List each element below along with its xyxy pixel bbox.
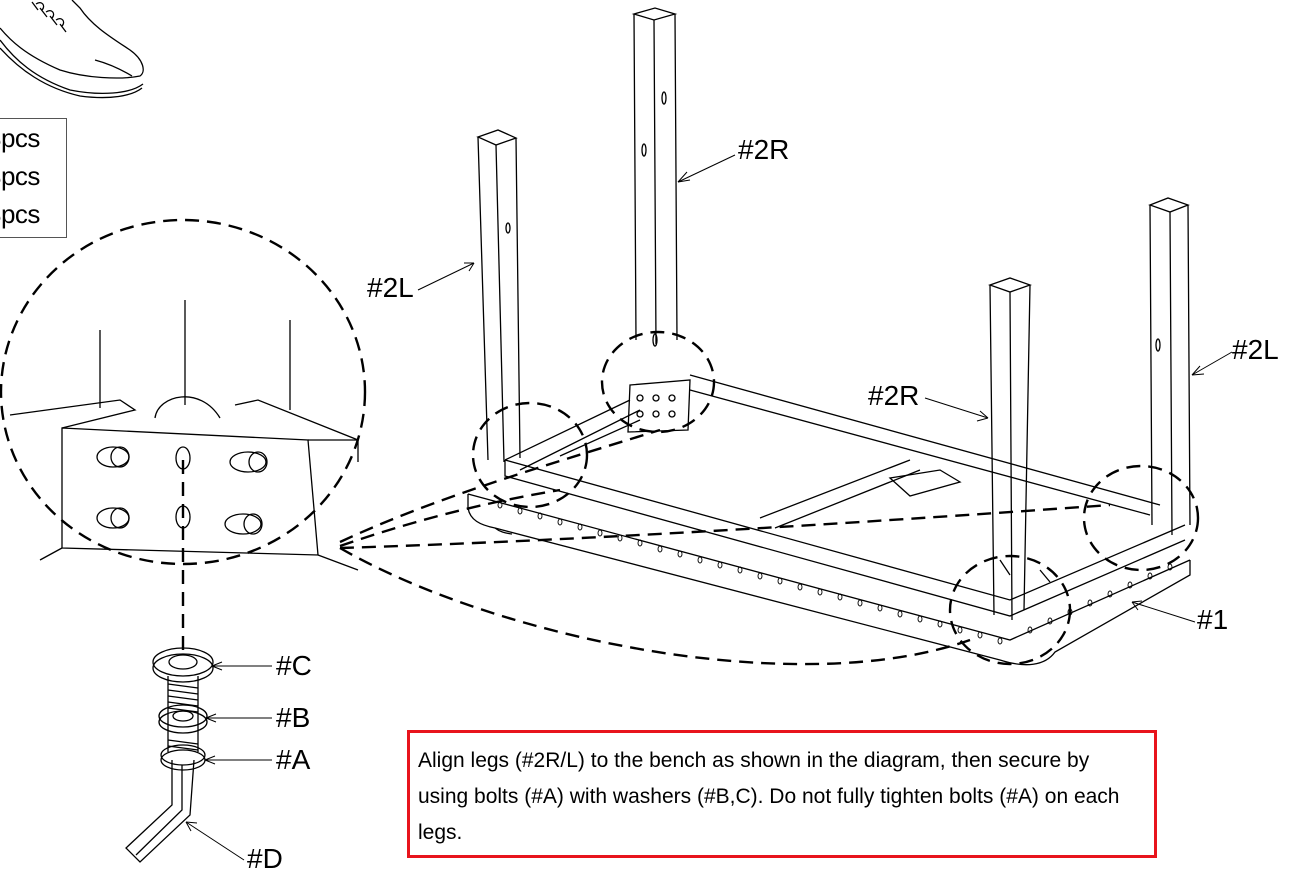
leg-back-center <box>627 7 691 433</box>
leader-lines <box>185 154 1233 861</box>
label-washer-b: #B <box>276 702 311 733</box>
qty-row-3: 3pcs <box>0 199 40 229</box>
label-leg-2r-front: #2R <box>868 380 920 411</box>
instruction-callout: Align legs (#2R/L) to the bench as shown… <box>407 730 1157 858</box>
leg-front-right <box>1148 197 1191 536</box>
qty-row-1: 3pcs <box>0 123 40 153</box>
bolt-assembly <box>125 647 214 863</box>
label-wrench-d: #D <box>247 843 283 874</box>
hardware-quantity-table: 3pcs 3pcs 3pcs <box>0 118 67 238</box>
leg-front-center <box>988 277 1032 621</box>
bracket-detail <box>9 300 359 571</box>
label-frame: #1 <box>1197 604 1229 635</box>
detail-markers <box>0 218 1200 666</box>
label-leg-2r-top: #2R <box>738 134 790 165</box>
qty-row-2: 3pcs <box>0 161 40 191</box>
label-leg-2l-left: #2L <box>367 272 414 303</box>
sneaker-icon <box>0 0 144 99</box>
bench-frame <box>467 374 1191 666</box>
label-bolt-a: #A <box>276 744 311 775</box>
label-leg-2l-right: #2L <box>1232 334 1279 365</box>
label-washer-c: #C <box>276 650 312 681</box>
